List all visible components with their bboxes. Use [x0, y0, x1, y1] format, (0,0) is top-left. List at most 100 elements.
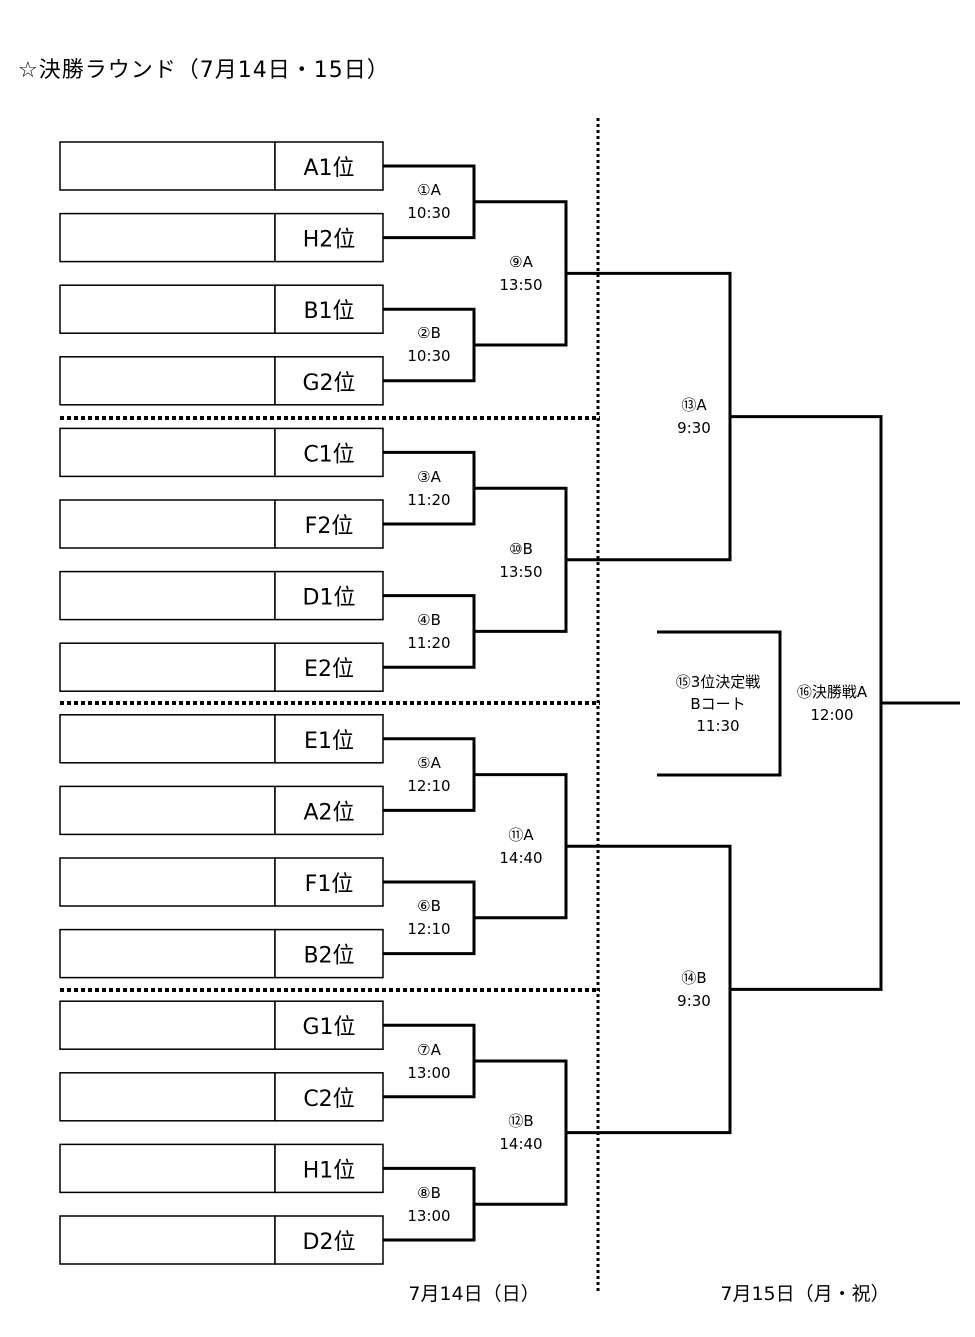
third-place-court: Bコート — [690, 695, 745, 713]
bracket-line-round1 — [383, 880, 476, 956]
day2-label: 7月15日（月・祝） — [720, 1283, 889, 1305]
match-8-game: ⑧B — [417, 1184, 441, 1202]
match-13-time: 9:30 — [677, 419, 711, 437]
seed-label: C2位 — [303, 1087, 354, 1112]
seed-box — [274, 785, 384, 836]
team-slot: B2位 — [59, 928, 384, 979]
team-name-box — [59, 785, 276, 836]
match-6-game: ⑥B — [417, 897, 441, 915]
team-name-box — [59, 714, 276, 764]
team-name-box — [59, 212, 276, 263]
seed-label: E1位 — [304, 729, 354, 754]
seed-label: H2位 — [303, 228, 356, 253]
team-slot: A1位 — [59, 141, 384, 191]
bracket-line-third-place — [657, 630, 782, 777]
match-11-game: ⑪A — [508, 826, 534, 844]
team-name-box — [59, 1215, 276, 1265]
bracket-line-final — [730, 415, 883, 991]
match-3-time: 11:20 — [407, 491, 450, 509]
match-4-game: ④B — [417, 611, 441, 629]
team-name-box — [59, 1072, 276, 1122]
bracket-line-round1 — [383, 1023, 476, 1099]
seed-box — [274, 928, 384, 979]
match-10-game: ⑩B — [509, 540, 533, 558]
third-place-time: 11:30 — [696, 717, 739, 735]
match-4-time: 11:20 — [407, 634, 450, 652]
team-slot: C1位 — [59, 427, 384, 478]
seed-label: E2位 — [304, 657, 354, 682]
seed-box — [274, 212, 384, 263]
team-slot: G2位 — [59, 356, 384, 406]
team-slot: F1位 — [59, 857, 384, 907]
team-name-box — [59, 499, 276, 549]
bracket-line-semifinal — [566, 844, 732, 1135]
team-name-box — [59, 928, 276, 979]
match-2-time: 10:30 — [407, 347, 450, 365]
seed-box — [274, 1072, 384, 1122]
third-place-game: ⑮3位決定戦 — [676, 673, 761, 691]
match-8-time: 13:00 — [407, 1207, 450, 1225]
team-slot: H2位 — [59, 212, 384, 263]
seed-box — [274, 1215, 384, 1265]
bracket-line-semifinal — [566, 271, 732, 562]
bracket-line-round2 — [474, 486, 568, 633]
page-title: ☆決勝ラウンド（7月14日・15日） — [18, 58, 390, 83]
day1-label: 7月14日（日） — [408, 1283, 539, 1305]
seed-label: H1位 — [303, 1158, 356, 1183]
team-slot: G1位 — [59, 1000, 384, 1050]
match-5-game: ⑤A — [417, 754, 441, 772]
team-slot: D1位 — [59, 570, 384, 621]
seed-box — [274, 427, 384, 478]
team-name-box — [59, 427, 276, 478]
match-13-game: ⑬A — [681, 396, 707, 414]
match-2-game: ②B — [417, 324, 441, 342]
match-9-game: ⑨A — [509, 253, 533, 271]
seed-box — [274, 1143, 384, 1194]
match-1-game: ①A — [417, 181, 441, 199]
final-time: 12:00 — [810, 706, 853, 724]
bracket-line-round2 — [474, 1059, 568, 1206]
match-3-game: ③A — [417, 468, 441, 486]
team-name-box — [59, 1143, 276, 1194]
team-name-box — [59, 284, 276, 334]
team-name-box — [59, 857, 276, 907]
bracket-line-round1 — [383, 1166, 476, 1242]
match-11-time: 14:40 — [499, 849, 542, 867]
final-game: ⑯決勝戦A — [797, 683, 868, 701]
seed-box — [274, 642, 384, 692]
team-slot: E1位 — [59, 714, 384, 764]
team-name-box — [59, 642, 276, 692]
bracket-line-round2 — [474, 773, 568, 920]
seed-label: D2位 — [303, 1230, 356, 1255]
seed-label: B1位 — [303, 299, 354, 324]
bracket-line-round1 — [383, 307, 476, 383]
match-12-game: ⑫B — [508, 1112, 533, 1130]
team-name-box — [59, 570, 276, 621]
bracket-line-round1 — [383, 164, 476, 240]
team-name-box — [59, 1000, 276, 1050]
bracket-line-round2 — [474, 200, 568, 347]
match-10-time: 13:50 — [499, 563, 542, 581]
team-slot: H1位 — [59, 1143, 384, 1194]
match-6-time: 12:10 — [407, 920, 450, 938]
match-14-game: ⑭B — [681, 969, 706, 987]
seed-label: F1位 — [305, 872, 354, 897]
match-12-time: 14:40 — [499, 1135, 542, 1153]
seed-label: A2位 — [303, 800, 354, 825]
team-slot: A2位 — [59, 785, 384, 836]
match-14-time: 9:30 — [677, 992, 711, 1010]
team-slot: B1位 — [59, 284, 384, 334]
match-1-time: 10:30 — [407, 204, 450, 222]
seed-label: F2位 — [305, 514, 354, 539]
seed-box — [274, 141, 384, 191]
seed-label: B2位 — [303, 944, 354, 969]
seed-label: D1位 — [303, 586, 356, 611]
bracket-line-round1 — [383, 737, 476, 812]
bracket-line-round1 — [383, 450, 476, 526]
seed-box — [274, 714, 384, 764]
seed-box — [274, 1000, 384, 1050]
match-7-game: ⑦A — [417, 1041, 441, 1059]
seed-label: C1位 — [303, 442, 354, 467]
bracket-line-round1 — [383, 594, 476, 669]
